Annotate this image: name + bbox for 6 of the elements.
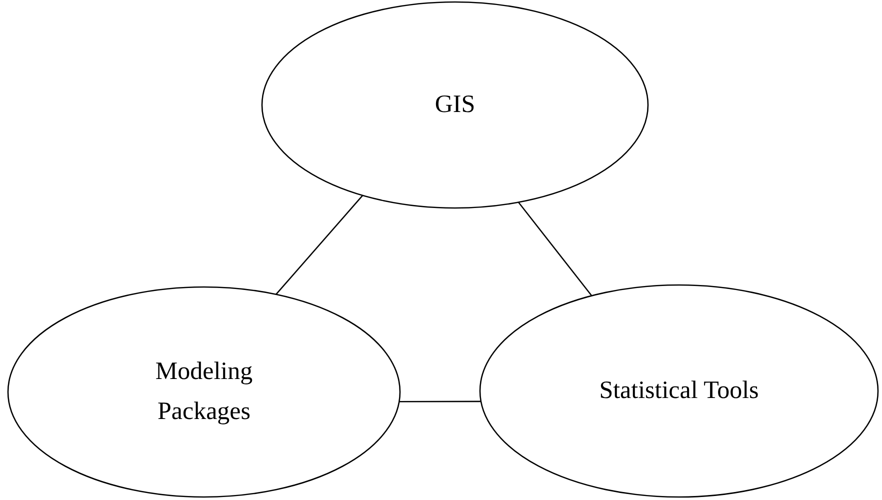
node-label: Statistical Tools <box>598 376 760 406</box>
node-label: GIS <box>434 90 476 120</box>
node-label: Modeling Packages <box>154 357 254 427</box>
connector-line <box>399 400 481 402</box>
connector-line <box>276 195 364 295</box>
connector-line <box>518 202 592 296</box>
